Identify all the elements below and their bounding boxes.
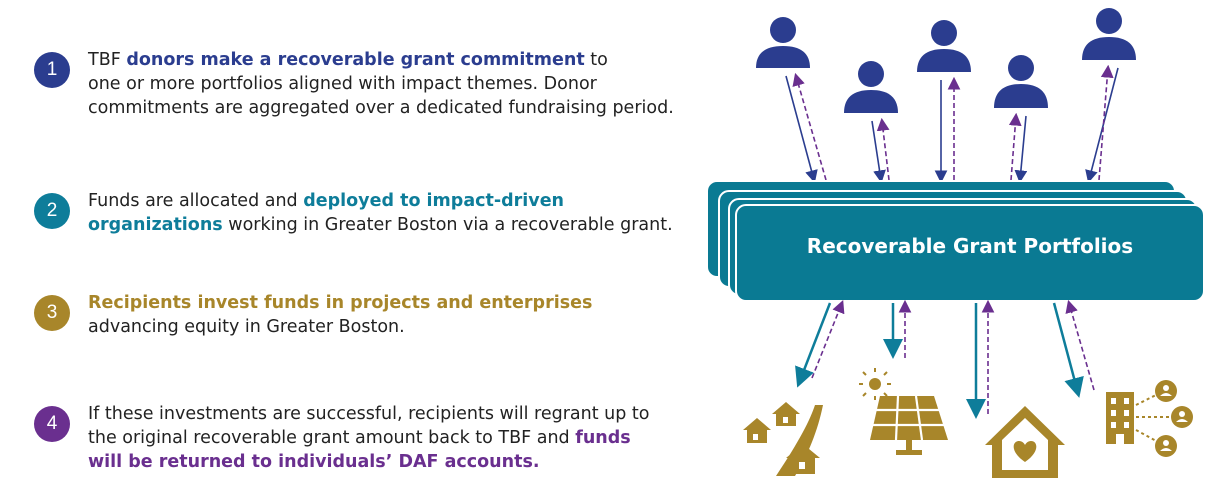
donor-person-icon <box>1082 8 1136 60</box>
portfolio-stack <box>706 180 1205 302</box>
step-text: working in Greater Boston via a recovera… <box>222 215 673 235</box>
step-text: to <box>584 50 608 70</box>
donor-person-icon <box>844 61 898 113</box>
step-text: one or more portfolios aligned with impa… <box>88 74 597 94</box>
step-number-badge: 2 <box>34 193 70 229</box>
step-3-text: Recipients invest funds in projects and … <box>88 291 592 339</box>
step-number-badge: 1 <box>34 52 70 88</box>
step-1-text: TBF donors make a recoverable grant comm… <box>88 48 674 120</box>
donor-person-icon <box>994 55 1048 108</box>
step-text: TBF <box>88 50 127 70</box>
step-2-text: Funds are allocated and deployed to impa… <box>88 189 673 237</box>
step-text: Funds are allocated and <box>88 191 304 211</box>
houses-icon <box>743 402 823 476</box>
step-highlight: will be returned to individuals’ DAF acc… <box>88 452 540 472</box>
solar-panel-icon <box>859 368 948 455</box>
recipient-arrows <box>795 299 1095 419</box>
portfolio-label: Recoverable Grant Portfolios <box>806 234 1134 258</box>
building-network-icon <box>1106 380 1193 457</box>
step-highlight: deployed to impact-driven <box>303 191 565 211</box>
step-number-badge: 3 <box>34 295 70 331</box>
step-text: If these investments are successful, rec… <box>88 404 650 424</box>
step-4-text: If these investments are successful, rec… <box>88 402 649 474</box>
donor-person-icon <box>917 20 971 72</box>
step-highlight: Recipients invest funds in projects and … <box>88 293 593 313</box>
step-text: the original recoverable grant amount ba… <box>88 428 576 448</box>
donor-arrows <box>785 64 1119 184</box>
donor-person-icon <box>756 17 810 68</box>
step-highlight: funds <box>575 428 631 448</box>
flow-diagram <box>706 8 1205 478</box>
step-text: advancing equity in Greater Boston. <box>88 317 405 337</box>
step-highlight: organizations <box>88 215 223 235</box>
home-heart-icon <box>985 406 1065 478</box>
step-highlight: donors make a recoverable grant commitme… <box>126 50 585 70</box>
step-text: commitments are aggregated over a dedica… <box>88 98 674 118</box>
step-number-badge: 4 <box>34 406 70 442</box>
